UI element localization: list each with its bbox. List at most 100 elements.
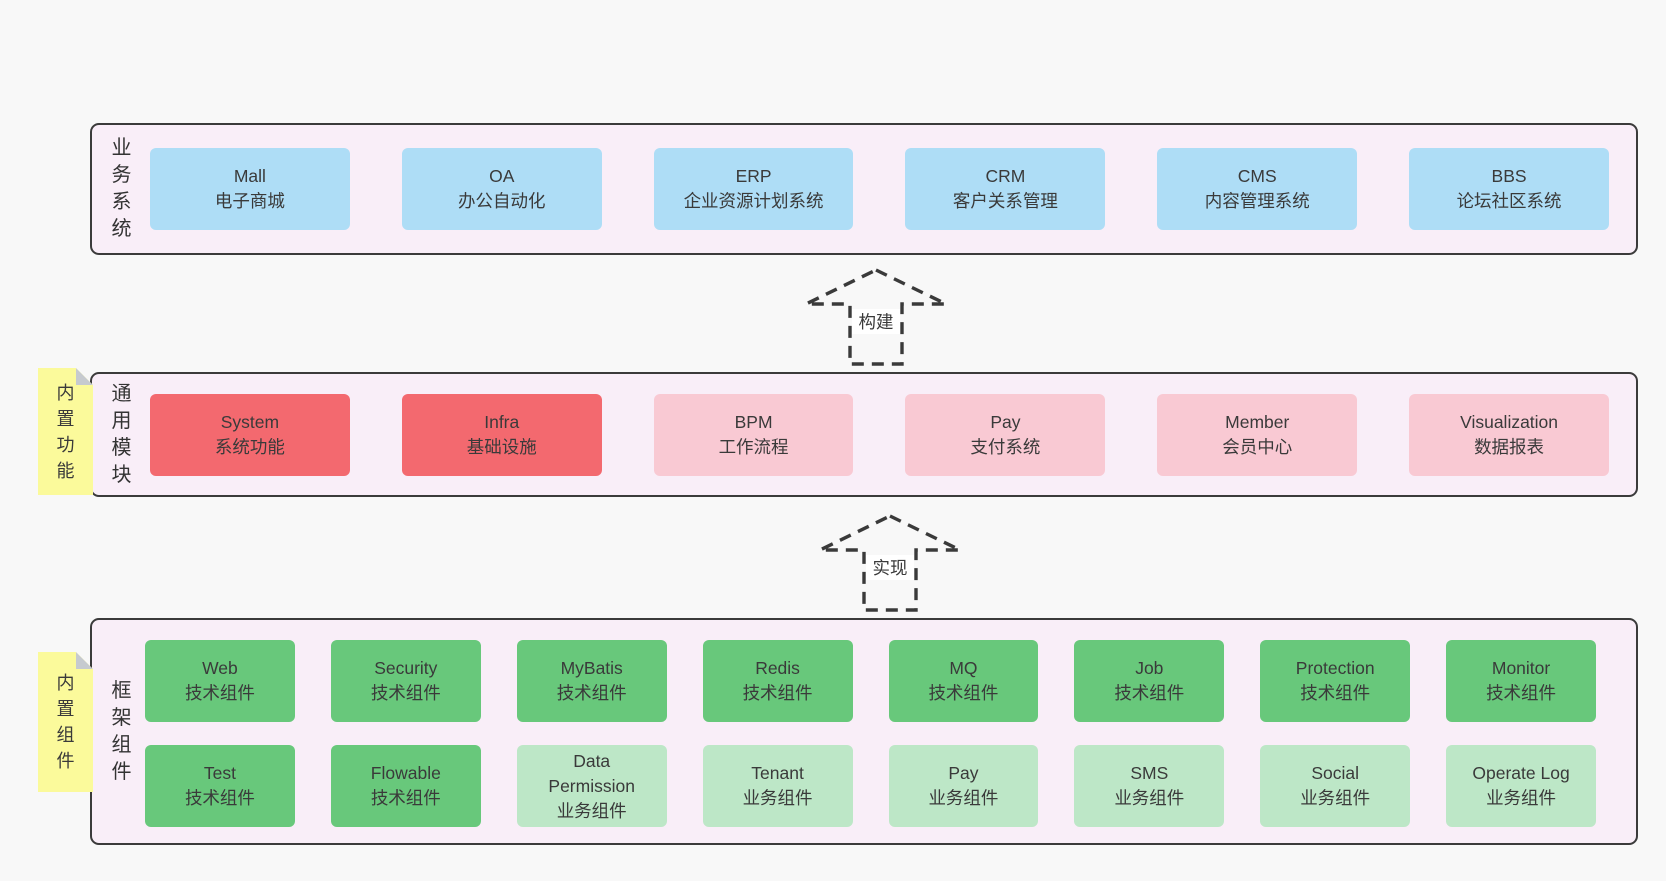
box-mq: MQ 技术组件 — [888, 640, 1039, 722]
build-arrow-icon: 构建 — [805, 268, 947, 366]
box-subtitle: 系统功能 — [214, 436, 285, 457]
arrow-label: 构建 — [859, 312, 894, 332]
box-mybatis: MyBatis 技术组件 — [516, 640, 667, 722]
box-tenant: Tenant 业务组件 — [702, 745, 853, 827]
box-title: Job — [1135, 658, 1164, 678]
box-cms: CMS 内容管理系统 — [1157, 148, 1358, 230]
box-title: Web — [202, 658, 238, 678]
layer-framework-label: 框架组件 — [111, 679, 133, 783]
box-test: Test 技术组件 — [145, 745, 295, 827]
box-title: Redis — [755, 658, 800, 678]
box-subtitle: 电子商城 — [214, 191, 285, 211]
box-security: Security 技术组件 — [330, 640, 481, 722]
box-subtitle: 技术组件 — [184, 788, 255, 808]
component-boxes-grid: Web 技术组件 Security 技术组件 MyBatis 技术组件 Redi… — [145, 640, 1596, 827]
box-subtitle: 数据报表 — [1474, 436, 1545, 457]
box-erp: ERP 企业资源计划系统 — [653, 148, 854, 230]
box-title: CRM — [985, 166, 1026, 186]
box-subtitle: 业务组件 — [1486, 788, 1557, 808]
box-title: BBS — [1491, 166, 1527, 186]
box-sms: SMS 业务组件 — [1074, 745, 1225, 827]
box-subtitle: 基础设施 — [466, 436, 537, 457]
arrow-label-bg — [866, 555, 914, 580]
box-title: CMS — [1237, 166, 1277, 186]
box-title: OA — [489, 166, 515, 186]
box-subtitle: 支付系统 — [970, 436, 1041, 457]
box-title: Social — [1311, 763, 1360, 783]
box-subtitle: 业务组件 — [742, 788, 813, 808]
box-title: Test — [203, 763, 236, 783]
box-oa: OA 办公自动化 — [401, 148, 602, 230]
box-protection: Protection 技术组件 — [1260, 640, 1411, 722]
box-subtitle: 客户关系管理 — [952, 191, 1058, 211]
box-subtitle: 工作流程 — [718, 436, 789, 457]
box-bbs: BBS 论坛社区系统 — [1409, 148, 1609, 230]
box-social: Social 业务组件 — [1260, 745, 1411, 827]
layer-business-label: 业务系统 — [111, 137, 133, 240]
module-boxes-row: System 系统功能 Infra 基础设施 BPM 工作流程 Pay 支付系统… — [150, 393, 1609, 476]
box-title: Tenant — [751, 763, 804, 783]
implement-arrow-icon: 实现 — [819, 514, 961, 612]
box-mall: Mall 电子商城 — [150, 148, 350, 230]
box-operate-log: Operate Log 业务组件 — [1446, 745, 1596, 827]
box-subtitle: 技术组件 — [370, 788, 441, 808]
box-title: MQ — [949, 658, 978, 678]
box-title: BPM — [734, 411, 773, 432]
box-title: Member — [1225, 411, 1290, 432]
layer-common-label: 通用模块 — [111, 382, 133, 486]
box-subtitle: 技术组件 — [1114, 683, 1185, 703]
box-job: Job 技术组件 — [1074, 640, 1225, 722]
box-pay-component: Pay 业务组件 — [888, 745, 1039, 827]
box-title: MyBatis — [560, 658, 623, 678]
box-flowable: Flowable 技术组件 — [330, 745, 481, 827]
box-title: Mall — [233, 166, 266, 186]
box-title: Data Permission — [548, 750, 635, 796]
box-subtitle: 会员中心 — [1222, 436, 1293, 457]
box-title: Pay — [948, 763, 979, 783]
box-subtitle: 技术组件 — [928, 683, 999, 703]
box-bpm: BPM 工作流程 — [653, 393, 854, 476]
box-subtitle: 业务组件 — [1300, 788, 1371, 808]
box-visualization: Visualization 数据报表 — [1409, 393, 1609, 476]
box-title: Security — [374, 658, 438, 678]
box-subtitle: 办公自动化 — [457, 191, 546, 211]
box-crm: CRM 客户关系管理 — [905, 148, 1106, 230]
box-subtitle: 企业资源计划系统 — [683, 191, 824, 211]
box-subtitle: 技术组件 — [1300, 683, 1371, 703]
box-title: Visualization — [1460, 411, 1559, 432]
note-text: 内置功能 — [56, 382, 75, 481]
box-title: System — [220, 411, 280, 432]
box-title: Protection — [1295, 658, 1375, 678]
layer-framework-components: 框架组件 Web 技术组件 Security 技术组件 MyBatis 技术组件… — [90, 618, 1638, 845]
box-subtitle: 业务组件 — [556, 800, 627, 821]
box-redis: Redis 技术组件 — [702, 640, 853, 722]
box-web: Web 技术组件 — [145, 640, 295, 722]
box-title: Infra — [484, 411, 520, 432]
box-subtitle: 业务组件 — [928, 788, 999, 808]
box-monitor: Monitor 技术组件 — [1446, 640, 1596, 722]
box-subtitle: 技术组件 — [742, 683, 813, 703]
box-subtitle: 技术组件 — [370, 683, 441, 703]
box-subtitle: 技术组件 — [556, 683, 627, 703]
box-subtitle: 技术组件 — [1486, 683, 1557, 703]
box-subtitle: 论坛社区系统 — [1456, 191, 1562, 211]
box-title: SMS — [1130, 763, 1169, 783]
arrow-label: 实现 — [873, 558, 908, 578]
box-title: Monitor — [1491, 658, 1551, 678]
box-title: Flowable — [370, 763, 441, 783]
box-data-permission: Data Permission 业务组件 — [516, 745, 667, 827]
sticky-note-builtin-components: 内置组件 — [38, 652, 93, 792]
note-text: 内置组件 — [56, 673, 75, 771]
box-infra: Infra 基础设施 — [401, 393, 602, 476]
arrow-label-bg — [852, 309, 900, 334]
sticky-note-builtin-features: 内置功能 — [38, 368, 93, 495]
box-subtitle: 技术组件 — [184, 683, 255, 703]
box-title: Pay — [990, 411, 1021, 432]
layer-business-systems: 业务系统 Mall 电子商城 OA 办公自动化 ERP 企业资源计划系统 CRM… — [90, 123, 1638, 255]
box-subtitle: 业务组件 — [1114, 788, 1185, 808]
box-title: ERP — [735, 166, 772, 186]
box-member: Member 会员中心 — [1157, 393, 1358, 476]
layer-common-modules: 通用模块 System 系统功能 Infra 基础设施 BPM 工作流程 Pay… — [90, 372, 1638, 497]
box-title: Operate Log — [1472, 763, 1570, 783]
box-pay-module: Pay 支付系统 — [905, 393, 1106, 476]
